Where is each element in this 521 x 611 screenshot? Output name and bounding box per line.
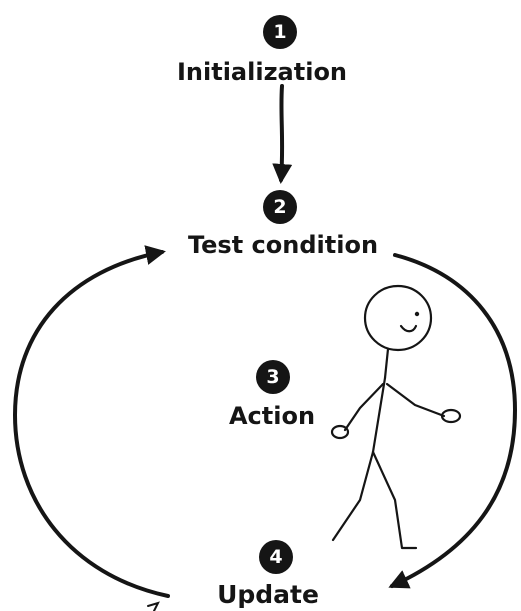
step-4-label: Update — [217, 580, 319, 609]
step-1-number: 1 — [273, 20, 287, 43]
stick-figure-left-leg — [331, 450, 375, 542]
step-3-number: 3 — [266, 365, 280, 388]
step-1-label: Initialization — [176, 58, 348, 86]
step-2-badge: 2 — [263, 190, 297, 224]
stick-figure-left-hand — [330, 424, 350, 440]
step-4-number: 4 — [269, 545, 283, 568]
stick-figure-neck — [383, 347, 390, 380]
stick-figure-smile — [399, 324, 418, 333]
stick-figure-body — [371, 376, 387, 454]
step-2-number: 2 — [273, 195, 287, 218]
step-3-badge: 3 — [256, 360, 290, 394]
stick-figure-right-arm — [385, 382, 446, 418]
stick-figure-right-leg — [371, 450, 418, 550]
small-tick-mark — [147, 601, 160, 611]
stick-figure-head — [363, 284, 433, 352]
test-to-update-arc — [388, 253, 518, 589]
stick-figure-right-hand — [440, 408, 462, 424]
stick-figure — [330, 284, 462, 550]
step-1-badge: 1 — [263, 15, 297, 49]
stick-figure-eye — [414, 311, 420, 317]
step-4-badge: 4 — [259, 540, 293, 574]
step-3-label: Action — [228, 402, 316, 430]
update-to-test-arc — [12, 245, 170, 598]
init-to-test-arrow — [272, 84, 293, 184]
stick-figure-left-arm — [343, 382, 385, 432]
step-2-label: Test condition — [187, 231, 379, 259]
